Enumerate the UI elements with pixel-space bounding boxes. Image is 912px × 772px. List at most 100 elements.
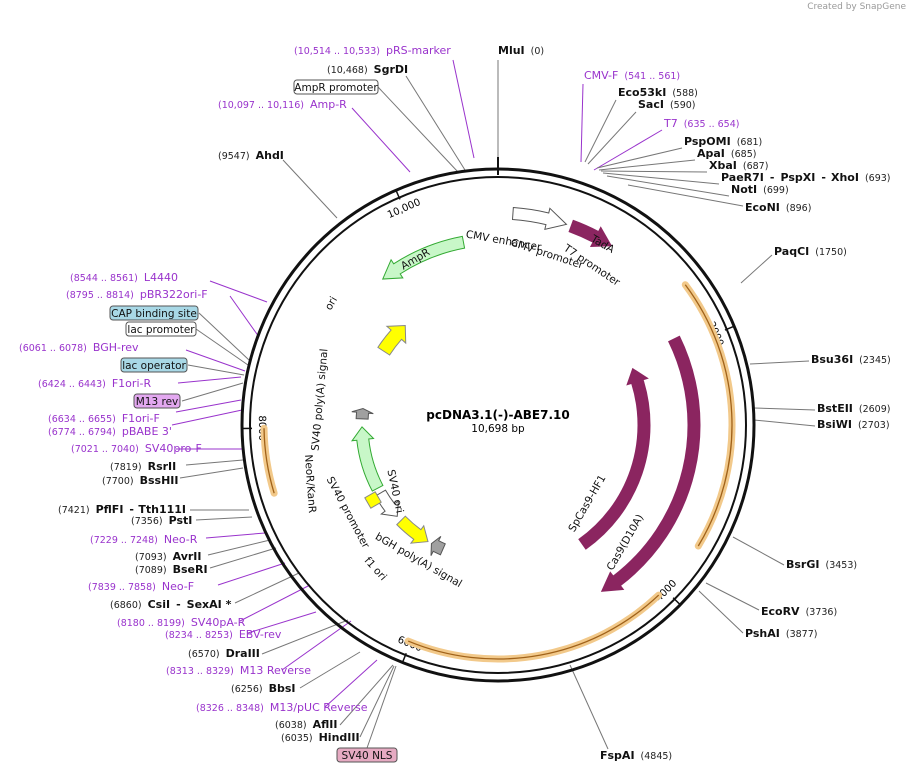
enzyme-econi[interactable]: EcoNI(896) — [745, 201, 811, 214]
enzyme-text: (6038)AflII — [275, 718, 337, 731]
primer-ampr_p[interactable]: (10,097 .. 10,116)Amp-R — [218, 98, 347, 111]
enzyme-sep2: - — [821, 171, 825, 184]
primer-name: L4440 — [144, 271, 178, 284]
leader-line — [177, 376, 242, 384]
enzyme-hindiii[interactable]: (6035)HindIII — [281, 731, 360, 744]
enzyme-aflii[interactable]: (6038)AflII — [275, 718, 337, 731]
box-laco[interactable]: lac operator — [120, 357, 188, 373]
enzyme-pshai[interactable]: PshAI(3877) — [745, 627, 817, 640]
primer-pos: (8326 .. 8348) — [196, 703, 264, 714]
primer-pbr322[interactable]: (8795 .. 8814)pBR322ori-F — [66, 288, 208, 301]
tada-arrow — [568, 219, 613, 247]
backbone-inner — [249, 176, 747, 674]
box-frame — [336, 747, 398, 763]
enzyme-name: SgrDI — [374, 63, 408, 76]
primer-text: CMV-F(541 .. 561) — [584, 69, 680, 82]
enzyme-ecorv[interactable]: EcoRV(3736) — [761, 605, 837, 618]
leader-line — [217, 562, 286, 586]
leader-line — [598, 159, 696, 171]
enzyme-pflfi[interactable]: (7421)PflFI-Tth111I — [58, 503, 186, 516]
primer-f1orir[interactable]: (6424 .. 6443)F1ori-R — [38, 377, 151, 390]
primer-text: (10,514 .. 10,533)pRS-marker — [294, 44, 451, 57]
leader-line — [749, 360, 810, 365]
primer-neof[interactable]: (7839 .. 7858)Neo-F — [88, 580, 194, 593]
primer-ebvrev[interactable]: (8234 .. 8253)EBV-rev — [165, 628, 282, 641]
enzyme-bsshii[interactable]: (7700)BssHII — [102, 474, 178, 487]
enzyme-bsteii[interactable]: BstEII(2609) — [817, 402, 890, 415]
box-lacp[interactable]: lac promoter — [125, 321, 197, 337]
primer-bghrev[interactable]: (6061 .. 6078)BGH-rev — [19, 341, 139, 354]
box-m13rev[interactable]: M13 rev — [133, 393, 181, 409]
primer-text: (7021 .. 7040)SV40pro-F — [71, 442, 202, 455]
enzyme-bsrgi[interactable]: BsrGI(3453) — [786, 558, 857, 571]
enzyme-paqci[interactable]: PaqCI(1750) — [774, 245, 847, 258]
primer-f1orif[interactable]: (6634 .. 6655)F1ori-F — [48, 412, 160, 425]
leader-line — [587, 111, 637, 165]
enzyme-noti[interactable]: NotI(699) — [731, 183, 789, 196]
enzyme-psti[interactable]: (7356)PstI — [131, 514, 192, 527]
primer-sv40par[interactable]: (8180 .. 8199)SV40pA-R — [117, 616, 246, 629]
primer-sv40prof[interactable]: (7021 .. 7040)SV40pro-F — [71, 442, 202, 455]
enzyme-xbai[interactable]: XbaI(687) — [709, 159, 768, 172]
enzyme-bsu36i[interactable]: Bsu36I(2345) — [811, 353, 891, 366]
box-cap[interactable]: CAP binding site — [109, 305, 199, 321]
enzyme-paer7i[interactable]: PaeR7I-PspXI-XhoI(693) — [721, 171, 891, 184]
enzyme-pos: (7421) — [58, 505, 90, 516]
enzyme-bsiwi[interactable]: BsiWI(2703) — [817, 418, 890, 431]
enzyme-pos: (6860) — [110, 600, 142, 611]
primer-cmvf[interactable]: CMV-F(541 .. 561) — [584, 69, 680, 82]
primer-pos: (7229 .. 7248) — [90, 535, 158, 546]
enzyme-bseri[interactable]: (7089)BseRI — [135, 563, 208, 576]
enzyme-rsrii[interactable]: (7819)RsrII — [110, 460, 176, 473]
enzyme-pspomi[interactable]: PspOMI(681) — [684, 135, 762, 148]
primer-text: (8180 .. 8199)SV40pA-R — [117, 616, 246, 629]
enzyme-name: AvrII — [173, 550, 202, 563]
primer-name: pBABE 3' — [122, 425, 172, 438]
enzyme-text: (6035)HindIII — [281, 731, 360, 744]
leader-line — [282, 159, 338, 219]
box-ampr_prom[interactable]: AmpR promoter — [293, 79, 379, 95]
enzyme-csii[interactable]: (6860)CsiI-SexAI * — [110, 598, 232, 611]
bgh-polya-arrow — [430, 536, 446, 556]
enzyme-name: PaeR7I — [721, 171, 764, 184]
enzyme-eco53ki[interactable]: Eco53kI(588) — [618, 86, 698, 99]
primer-m13puc[interactable]: (8326 .. 8348)M13/pUC Reverse — [196, 701, 368, 714]
enzyme-name: BbsI — [269, 682, 296, 695]
enzyme-apai[interactable]: ApaI(685) — [697, 147, 756, 160]
enzyme-pos: (2345) — [859, 355, 891, 366]
enzyme-text: BsiWI(2703) — [817, 418, 890, 431]
primer-text: (8234 .. 8253)EBV-rev — [165, 628, 282, 641]
enzyme-avrii[interactable]: (7093)AvrII — [135, 550, 202, 563]
box-sv40nls[interactable]: SV40 NLS — [336, 747, 398, 763]
primer-l4440[interactable]: (8544 .. 8561)L4440 — [70, 271, 178, 284]
primer-pos: (6424 .. 6443) — [38, 379, 106, 390]
primer-text: (6634 .. 6655)F1ori-F — [48, 412, 160, 425]
primer-prsm[interactable]: (10,514 .. 10,533)pRS-marker — [294, 44, 451, 57]
enzyme-ahdi[interactable]: (9547)AhdI — [218, 149, 284, 162]
primer-text: (8544 .. 8561)L4440 — [70, 271, 178, 284]
enzyme-bbsi[interactable]: (6256) BbsI — [231, 682, 296, 695]
enzyme-name: HindIII — [319, 731, 360, 744]
leader-line — [600, 170, 708, 173]
enzyme-mlui[interactable]: MluI(0) — [498, 44, 544, 57]
enzyme-fspai[interactable]: FspAI(4845) — [600, 749, 672, 762]
primer-pbabe3[interactable]: (6774 .. 6794)pBABE 3' — [48, 425, 172, 438]
enzyme-pos: (6256) — [231, 684, 263, 695]
enzyme-name: BstEII — [817, 402, 853, 415]
primer-t7[interactable]: T7(635 .. 654) — [663, 117, 739, 130]
enzyme-name: EcoRV — [761, 605, 800, 618]
ori-label: ori — [323, 295, 340, 313]
enzyme-pos: (7819) — [110, 462, 142, 473]
primer-text: (7839 .. 7858)Neo-F — [88, 580, 194, 593]
enzyme-saci[interactable]: SacI(590) — [638, 98, 696, 111]
leader-line — [359, 665, 395, 738]
enzyme-text: (6570)DraIII — [188, 647, 260, 660]
enzyme-pos: (7089) — [135, 565, 167, 576]
enzyme-draiii[interactable]: (6570)DraIII — [188, 647, 260, 660]
enzyme-name: DraIII — [226, 647, 260, 660]
primer-name: SV40pro-F — [145, 442, 202, 455]
primer-neor[interactable]: (7229 .. 7248)Neo-R — [90, 533, 198, 546]
enzyme-sgrdi[interactable]: (10,468)SgrDI — [327, 63, 408, 76]
sv40-promoter-label: SV40 promoter — [324, 475, 372, 551]
primer-m13r[interactable]: (8313 .. 8329)M13 Reverse — [166, 664, 311, 677]
